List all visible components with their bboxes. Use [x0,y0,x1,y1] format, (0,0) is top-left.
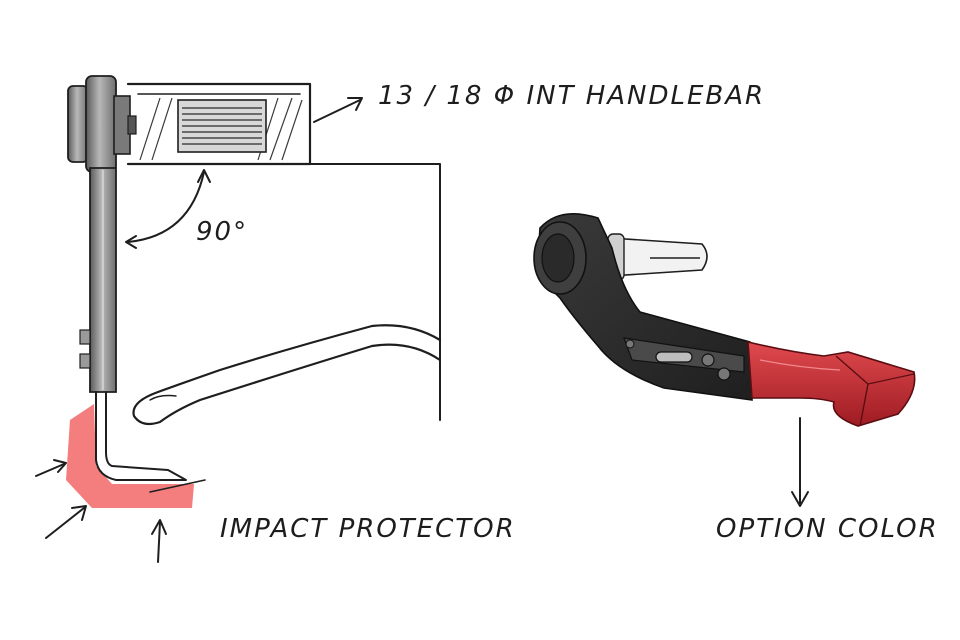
angle-label: 90° [196,217,248,247]
handlebar-arrow [313,97,363,123]
guard-arm [79,167,117,393]
insert-splines [182,107,262,145]
right-perspective-view: OPTION COLOR [533,212,939,544]
angle-arrow [125,169,211,249]
option-color-arrow [791,417,809,507]
brake-lever [132,324,442,426]
slot [655,351,693,363]
impact-protector-shape [66,391,206,508]
handlebar-section [67,75,441,421]
screw [701,353,715,367]
guard-body [533,212,753,401]
impact-protector-label: IMPACT PROTECTOR [220,514,516,544]
protector-arrows [35,459,167,563]
bar-end [607,233,708,281]
option-color-label: OPTION COLOR [716,514,939,544]
handlebar-label: 13 / 18 Φ INT HANDLEBAR [378,81,765,111]
clamp-ring [85,75,117,173]
clamp-knob [67,85,89,163]
left-side-view: 13 / 18 Φ INT HANDLEBAR 90° IMPACT PROTE… [35,75,765,563]
option-color-tip [747,340,916,427]
